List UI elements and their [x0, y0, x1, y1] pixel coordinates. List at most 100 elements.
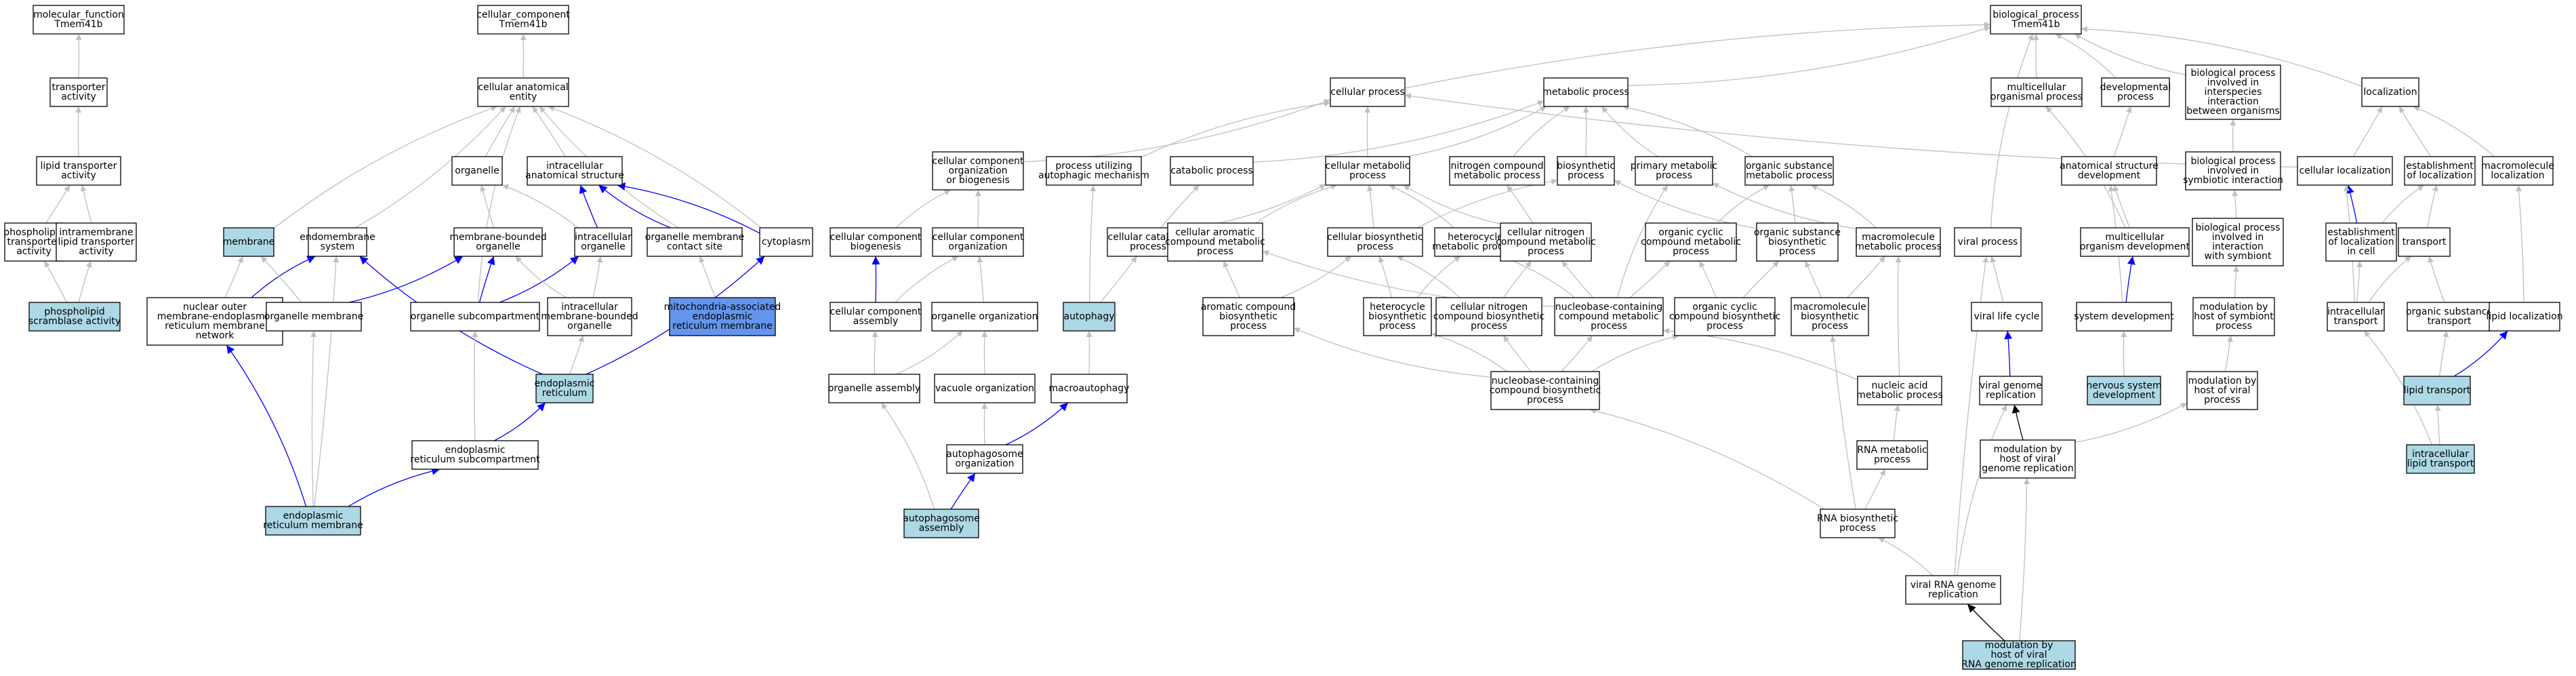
- node-organelle-organization[interactable]: organelle organization: [931, 302, 1038, 332]
- node-box[interactable]: [1050, 374, 1128, 403]
- node-box[interactable]: [1990, 5, 2082, 35]
- node-viral-process[interactable]: viral process: [1954, 227, 2022, 257]
- node-box[interactable]: [1170, 156, 1254, 186]
- node-box[interactable]: [1971, 302, 2043, 332]
- node-box[interactable]: [547, 297, 632, 336]
- node-box[interactable]: [759, 227, 813, 257]
- node-metabolic-process[interactable]: metabolic process: [1542, 77, 1629, 107]
- node-box[interactable]: [1857, 376, 1942, 405]
- node-box[interactable]: [1791, 297, 1869, 336]
- node-box[interactable]: [1554, 297, 1664, 336]
- node-box[interactable]: [1167, 222, 1263, 262]
- node-box[interactable]: [2407, 302, 2492, 332]
- node-box[interactable]: [1962, 640, 2076, 670]
- node-box[interactable]: [931, 302, 1038, 332]
- node-box[interactable]: [1990, 77, 2083, 107]
- node-box[interactable]: [223, 227, 274, 257]
- node-box[interactable]: [1500, 222, 1592, 262]
- node-box[interactable]: [1543, 77, 1629, 107]
- node-box[interactable]: [669, 297, 776, 336]
- node-macroautophagy[interactable]: macroautophagy: [1049, 374, 1130, 403]
- node-box[interactable]: [477, 77, 569, 107]
- node-cytoplasm[interactable]: cytoplasm: [759, 227, 813, 257]
- node-box[interactable]: [266, 302, 362, 332]
- node-box[interactable]: [2185, 151, 2281, 191]
- node-box[interactable]: [1325, 156, 1410, 186]
- node-autophagy[interactable]: autophagy: [1063, 302, 1116, 332]
- node-box[interactable]: [1363, 297, 1432, 336]
- node-system-development[interactable]: system development: [2074, 302, 2174, 332]
- node-box[interactable]: [2297, 156, 2393, 186]
- node-box[interactable]: [1449, 156, 1545, 186]
- node-box[interactable]: [2185, 64, 2281, 120]
- node-box[interactable]: [2101, 77, 2170, 107]
- node-localization[interactable]: localization: [2361, 77, 2419, 107]
- node-box[interactable]: [1980, 439, 2076, 479]
- node-box[interactable]: [2061, 156, 2157, 186]
- node-box[interactable]: [932, 151, 1024, 191]
- node-box[interactable]: [146, 297, 283, 346]
- node-box[interactable]: [36, 156, 121, 186]
- node-box[interactable]: [2076, 302, 2172, 332]
- node-lipid-localization[interactable]: lipid localization: [2486, 302, 2563, 332]
- node-organelle-subcompartment[interactable]: organelle subcompartment: [410, 302, 540, 332]
- node-box[interactable]: [828, 374, 920, 403]
- node-box[interactable]: [56, 222, 137, 262]
- node-box[interactable]: [1490, 371, 1600, 410]
- node-viral-life-cycle[interactable]: viral life cycle: [1971, 302, 2043, 332]
- node-box[interactable]: [946, 444, 1023, 474]
- node-vacuole-organization[interactable]: vacuole organization: [934, 374, 1036, 403]
- node-box[interactable]: [308, 227, 367, 257]
- node-box[interactable]: [1327, 227, 1423, 257]
- node-membrane[interactable]: membrane: [223, 227, 275, 257]
- node-box[interactable]: [830, 227, 922, 257]
- node-box[interactable]: [49, 77, 108, 107]
- node-box[interactable]: [1557, 156, 1615, 186]
- node-organelle-assembly[interactable]: organelle assembly: [828, 374, 920, 403]
- node-organelle-membrane[interactable]: organelle membrane: [264, 302, 363, 332]
- node-box[interactable]: [1063, 302, 1116, 332]
